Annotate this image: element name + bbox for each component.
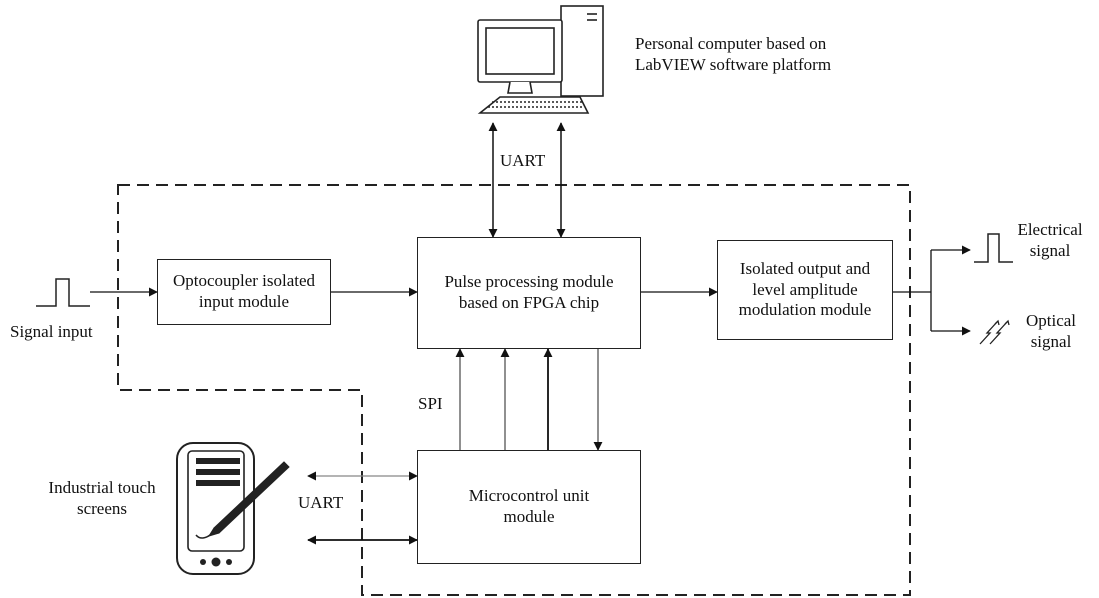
optical-signal-label: Optical signal xyxy=(1010,311,1092,352)
pc-label-line1: Personal computer based on xyxy=(635,34,827,53)
uart-top-label: UART xyxy=(500,151,546,170)
pc-label: Personal computer based on LabVIEW softw… xyxy=(635,34,831,75)
mcu-module-box: Microcontrol unit module xyxy=(417,450,641,564)
output-branch xyxy=(893,245,971,336)
fpga-module-box: Pulse processing module based on FPGA ch… xyxy=(417,237,641,349)
touch-screen-label: Industrial touch screens xyxy=(28,478,176,519)
optocoupler-line1: Optocoupler isolated xyxy=(172,271,316,291)
isolated-line3: modulation module xyxy=(738,300,872,320)
pc-label-line2: LabVIEW software platform xyxy=(635,54,832,74)
isolated-output-module-box: Isolated output and level amplitude modu… xyxy=(717,240,893,340)
dashed-boundary xyxy=(117,184,911,596)
mcu-line1: Microcontrol unit xyxy=(468,486,590,506)
mcu-line2: module xyxy=(503,507,555,526)
electrical-line1: Electrical xyxy=(1017,220,1083,239)
optocoupler-module-box: Optocoupler isolated input module xyxy=(157,259,331,325)
electrical-line2: signal xyxy=(1029,240,1071,260)
computer-icon xyxy=(477,5,604,114)
spi-label: SPI xyxy=(418,394,443,413)
optical-signal-icon xyxy=(979,319,1010,345)
optical-line2: signal xyxy=(1030,331,1072,351)
fpga-line1: Pulse processing module xyxy=(444,272,614,292)
input-pulse-icon xyxy=(36,278,90,307)
electrical-signal-label: Electrical signal xyxy=(1005,220,1095,261)
isolated-line2: level amplitude xyxy=(752,279,858,299)
touch-label-line2: screens xyxy=(76,498,128,518)
isolated-line1: Isolated output and xyxy=(739,258,871,278)
touch-label-line1: Industrial touch xyxy=(48,478,156,497)
electrical-pulse-icon xyxy=(974,233,1013,263)
optical-line1: Optical xyxy=(1025,311,1077,330)
fpga-line2: based on FPGA chip xyxy=(458,293,600,312)
touch-screen-icon xyxy=(176,442,290,575)
signal-input-label: Signal input xyxy=(10,322,93,341)
uart-bottom-label: UART xyxy=(298,493,344,512)
optocoupler-line2: input module xyxy=(198,292,290,311)
